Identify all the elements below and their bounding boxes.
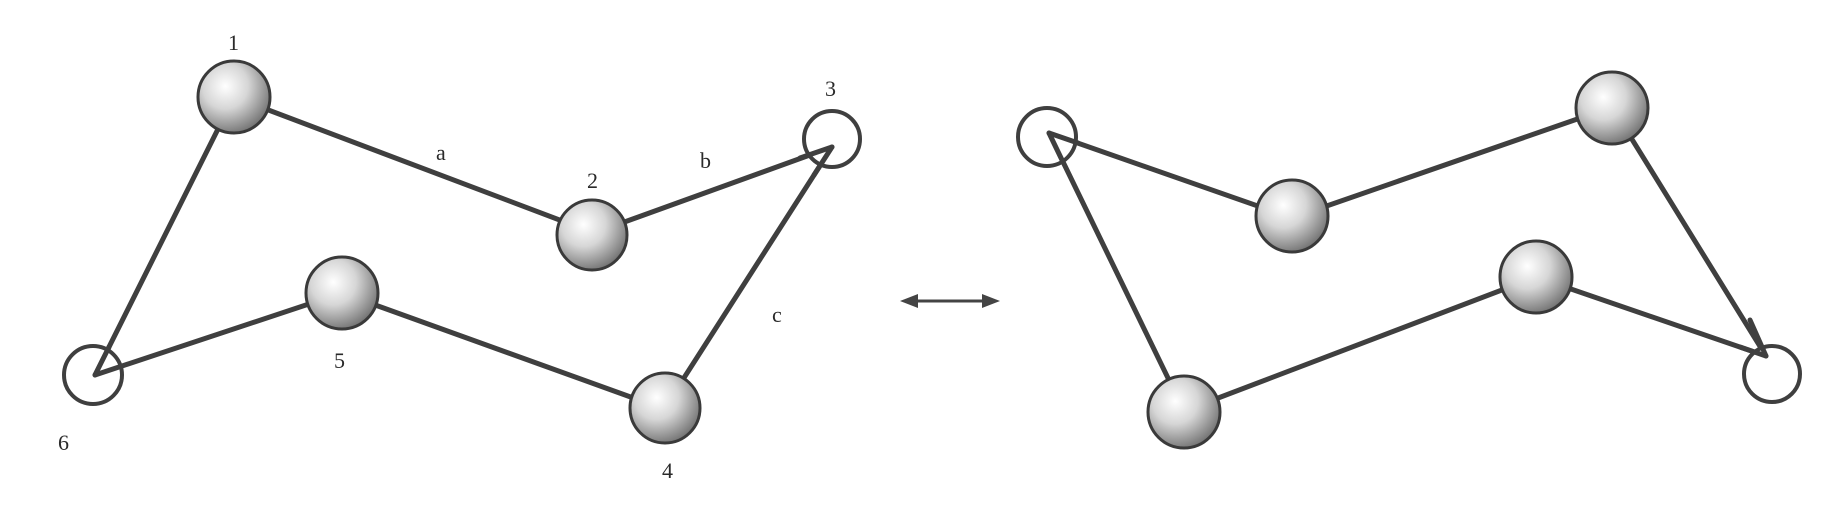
right-bond-3-4-tip [1747, 317, 1769, 359]
right-atom-3 [1574, 70, 1650, 146]
left-bond-2-3-tip [797, 144, 835, 161]
left-atom-5 [304, 255, 380, 331]
right-atom-4 [1742, 344, 1802, 404]
left-atom-4-label: 4 [662, 458, 673, 483]
left-bond-b-label: b [700, 148, 711, 173]
right-atom-1 [1016, 106, 1078, 168]
left-bond-4-5 [339, 290, 667, 412]
left-atom-2-label: 2 [587, 168, 598, 193]
left-atom-2 [555, 198, 629, 272]
left-bond-3-4 [661, 144, 835, 412]
right-atom-2 [1254, 178, 1330, 254]
right-bond-2-3 [1289, 104, 1615, 221]
left-bond-2-3 [591, 144, 835, 236]
left-atom-1 [196, 59, 272, 135]
left-bond-1-2 [231, 94, 597, 236]
right-bond-1-2 [1046, 130, 1295, 221]
right-bond-5-6 [1181, 274, 1539, 414]
right-bond-1-2-tip [1046, 130, 1081, 146]
double-headed-arrow-icon [900, 294, 1000, 308]
left-atom-5-label: 5 [334, 348, 345, 373]
right-molecule [1016, 70, 1802, 450]
right-bond-4-5-tip [1737, 344, 1769, 359]
left-bond-c-label: c [772, 302, 782, 327]
right-atom-5 [1498, 239, 1574, 315]
left-atom-4 [628, 371, 702, 445]
left-atom-3-label: 3 [825, 76, 836, 101]
right-bond-6-1 [1046, 130, 1187, 414]
left-bond-3-4-tip [811, 144, 835, 178]
right-bond-3-4 [1609, 104, 1769, 359]
left-molecule: 1 2 3 4 5 6 a b c [58, 30, 862, 483]
left-atom-1-label: 1 [228, 30, 239, 55]
left-bond-6-1-tip [92, 344, 112, 378]
left-bond-5-6-tip [92, 363, 125, 378]
right-bond-6-1-tip [1046, 130, 1065, 163]
left-bond-a-label: a [436, 140, 446, 165]
left-bond-6-1 [92, 94, 237, 378]
right-bond-4-5 [1533, 274, 1769, 359]
left-atom-3 [802, 109, 862, 169]
right-atom-6 [1146, 374, 1222, 450]
left-bond-5-6 [92, 290, 345, 378]
left-atom-6-label: 6 [58, 430, 69, 455]
